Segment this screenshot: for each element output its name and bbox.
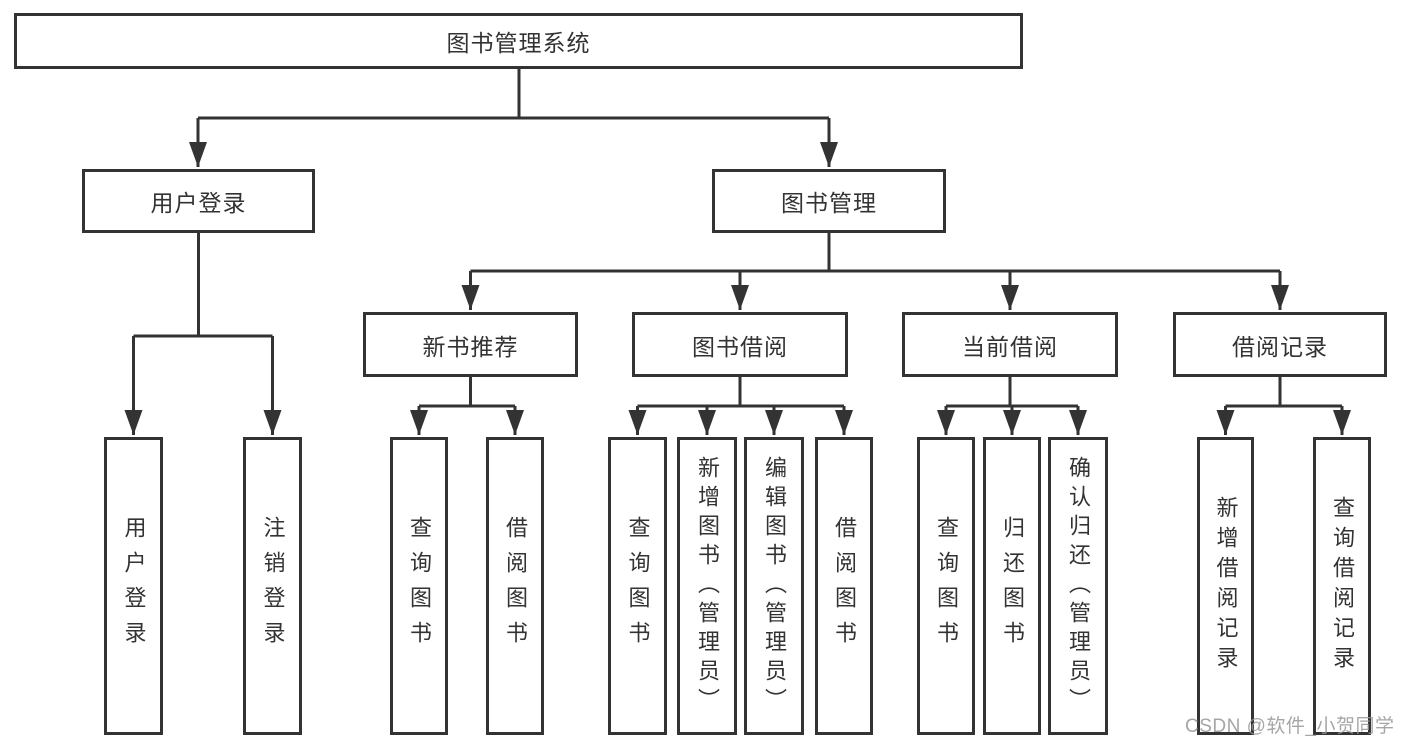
node-leaf-user-login: 用户登录 xyxy=(104,437,163,735)
watermark: CSDN @软件_小贺同学 xyxy=(1185,716,1395,737)
node-book-management: 图书管理 xyxy=(712,169,946,233)
node-leaf-borrow-books-rec: 借阅图书 xyxy=(486,437,544,735)
node-leaf-query-books-rec: 查询图书 xyxy=(390,437,448,735)
node-new-book-recommend: 新书推荐 xyxy=(363,312,578,377)
node-book-borrow: 图书借阅 xyxy=(632,312,848,377)
node-leaf-return-books: 归还图书 xyxy=(983,437,1041,735)
node-leaf-logout: 注销登录 xyxy=(243,437,302,735)
node-current-borrow: 当前借阅 xyxy=(902,312,1118,377)
node-leaf-add-books-admin: 新增图书（管理员） xyxy=(677,437,737,735)
node-leaf-query-books-bb: 查询图书 xyxy=(608,437,667,735)
node-leaf-confirm-return-admin: 确认归还（管理员） xyxy=(1048,437,1108,735)
node-borrow-records: 借阅记录 xyxy=(1173,312,1387,377)
node-leaf-add-borrow-record: 新增借阅记录 xyxy=(1197,437,1254,735)
node-leaf-query-books-cb: 查询图书 xyxy=(917,437,975,735)
node-leaf-borrow-books-bb: 借阅图书 xyxy=(815,437,873,735)
node-leaf-edit-books-admin: 编辑图书（管理员） xyxy=(744,437,804,735)
node-user-login: 用户登录 xyxy=(82,169,315,233)
node-leaf-query-borrow-record: 查询借阅记录 xyxy=(1313,437,1371,735)
node-root-system: 图书管理系统 xyxy=(14,13,1023,69)
